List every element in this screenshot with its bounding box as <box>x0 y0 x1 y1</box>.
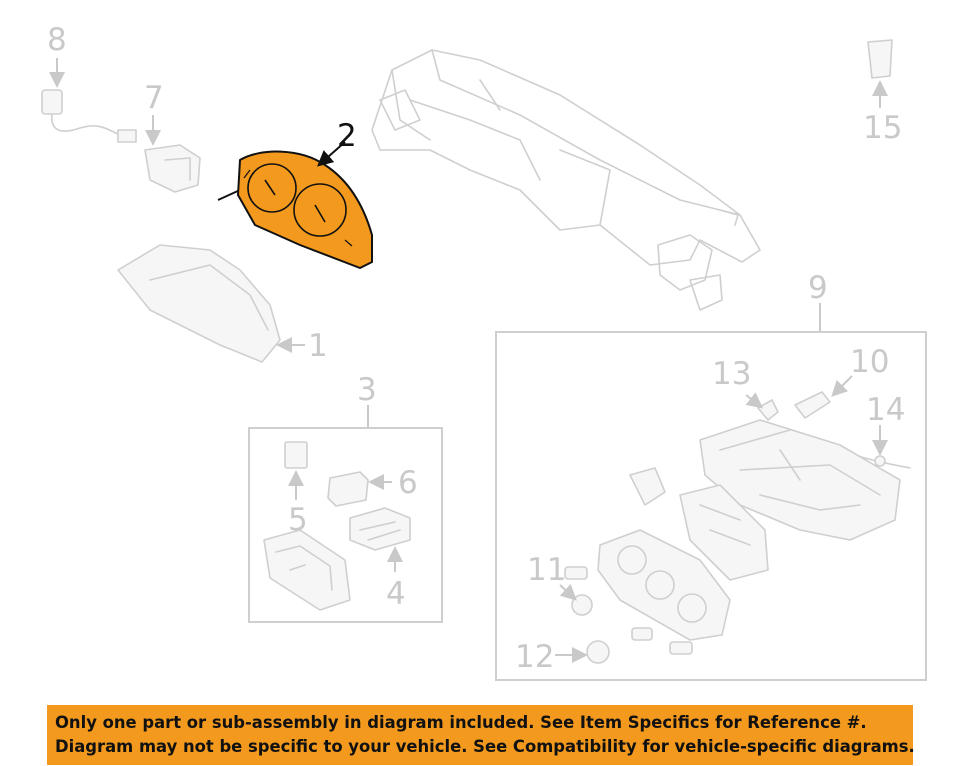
callout-4: 4 <box>386 576 406 612</box>
callout-12: 12 <box>515 639 554 675</box>
callout-8: 8 <box>47 22 67 58</box>
callout-2: 2 <box>337 118 357 154</box>
group-box-9 <box>495 303 927 681</box>
part-8-sensor <box>41 58 137 143</box>
part-2-instrument-cluster <box>217 141 373 269</box>
callout-7: 7 <box>144 80 164 116</box>
callout-15: 15 <box>863 110 902 146</box>
disclaimer-line-2: Diagram may not be specific to your vehi… <box>55 737 915 756</box>
callout-11: 11 <box>527 552 566 588</box>
callout-1: 1 <box>308 328 328 364</box>
disclaimer-line-1: Only one part or sub-assembly in diagram… <box>55 713 867 732</box>
callout-10: 10 <box>850 344 889 380</box>
group-box-3 <box>248 405 443 623</box>
part-1-cluster-cover <box>117 244 305 363</box>
callout-14: 14 <box>866 392 905 428</box>
disclaimer-banner: Only one part or sub-assembly in diagram… <box>47 705 915 765</box>
dashboard-outline <box>371 49 761 311</box>
part-15-knob <box>867 39 893 108</box>
part-7-switch <box>144 115 201 193</box>
callout-3: 3 <box>357 372 377 408</box>
callout-6: 6 <box>398 465 418 501</box>
callout-5: 5 <box>288 502 308 538</box>
callout-13: 13 <box>712 356 751 392</box>
callout-9: 9 <box>808 270 828 306</box>
